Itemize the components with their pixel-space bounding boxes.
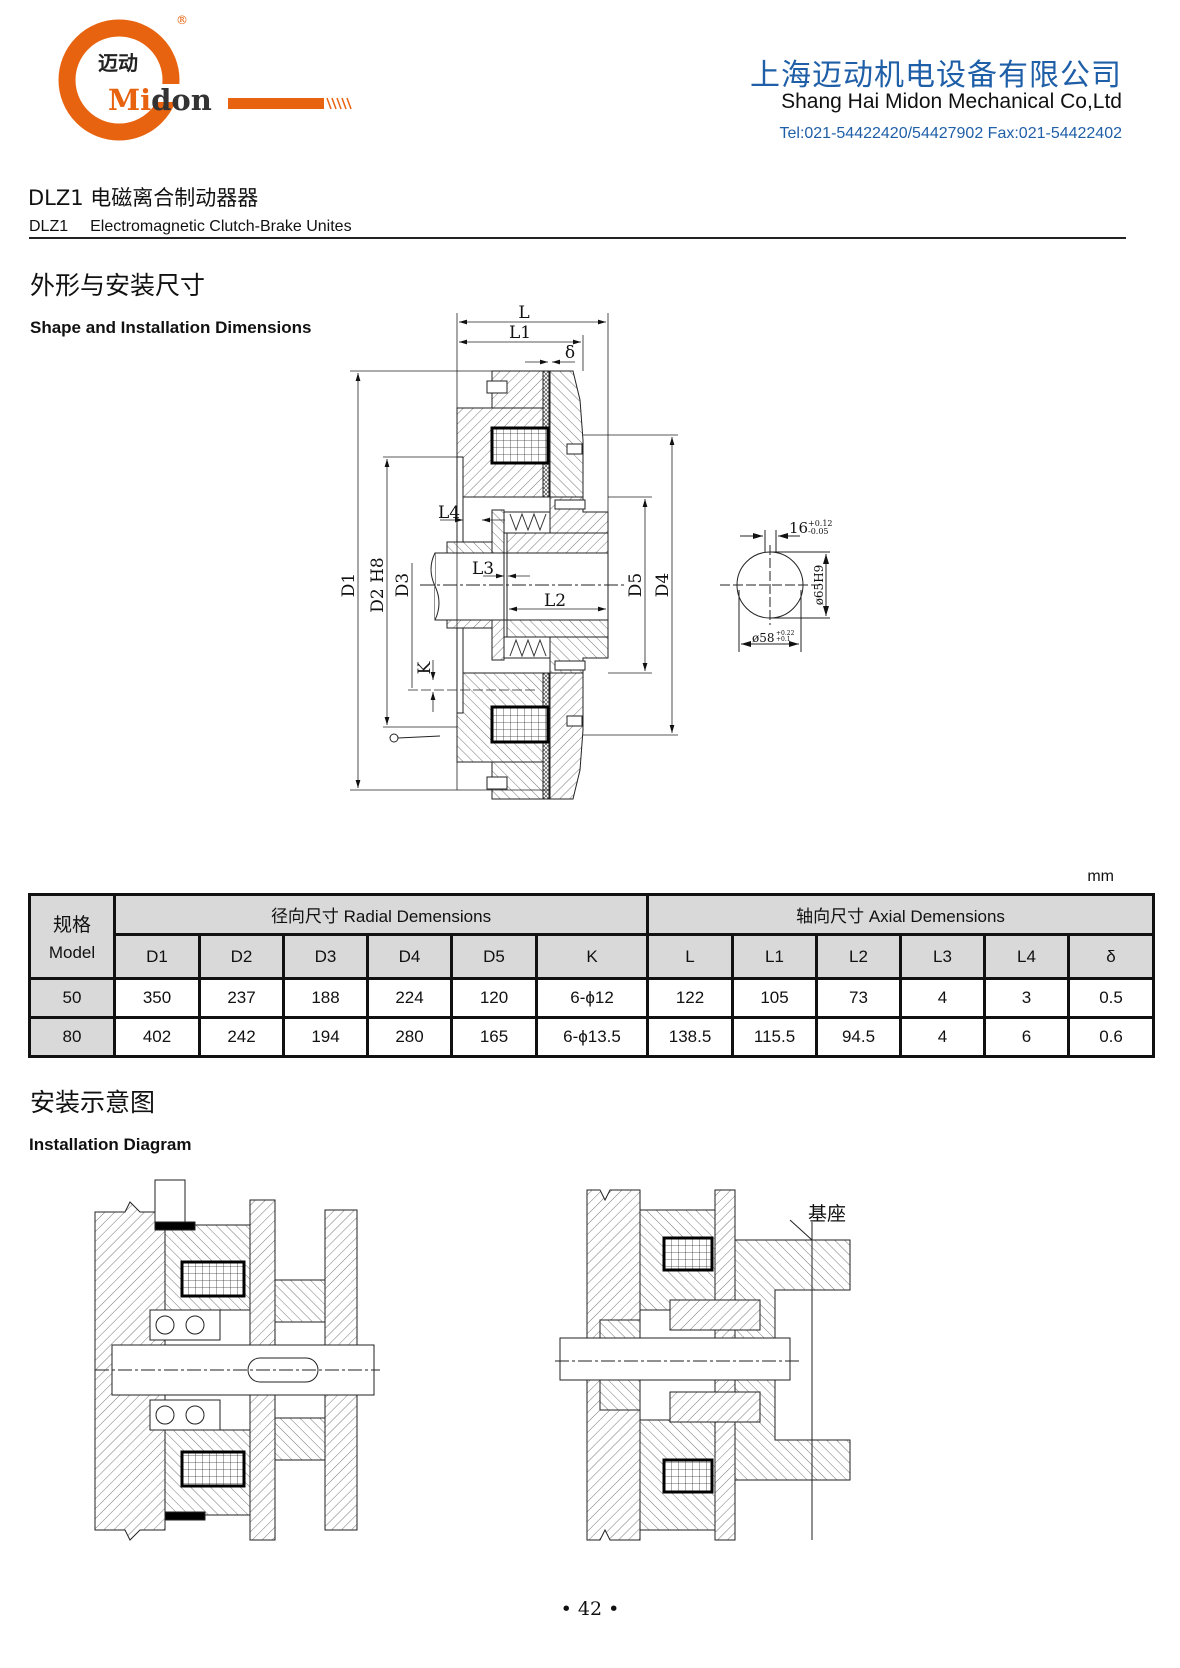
column-header: D2 [198, 933, 285, 980]
column-header: D4 [366, 933, 453, 980]
table-cell: 105 [731, 977, 819, 1019]
axial-header: 轴向尺寸 Axial Demensions [646, 893, 1156, 936]
column-header: L1 [731, 933, 819, 980]
shaft [434, 552, 508, 621]
table-cell: 6 [983, 1016, 1071, 1058]
label-L4: L4 [438, 503, 460, 523]
logo-en-text: Midon [108, 83, 212, 117]
unit-label: mm [1087, 868, 1114, 885]
label-L2: L2 [544, 591, 566, 611]
column-header: L [646, 933, 735, 980]
table-cell: 237 [198, 977, 285, 1019]
table-cell: 6-ϕ13.5 [534, 1016, 650, 1058]
radial-header: 径向尺寸 Radial Demensions [112, 893, 650, 936]
table-cell: 94.5 [815, 1016, 903, 1058]
installation-diagram-right: 基座 [555, 1189, 851, 1541]
table-cell: 350 [113, 977, 201, 1019]
coil [490, 426, 550, 465]
table-cell: 402 [113, 1016, 201, 1058]
table-cell: 138.5 [646, 1016, 735, 1058]
product-name-en: Electromagnetic Clutch-Brake Unites [90, 218, 352, 235]
spline-section-view: 16 +0.12 -0.05 ø65H9 ø58 +0.22 +0.1 [720, 519, 833, 652]
table-cell: 73 [815, 977, 903, 1019]
product-code: DLZ1 [29, 218, 69, 235]
company-name-en: Shang Hai Midon Mechanical Co,Ltd [781, 90, 1122, 113]
column-header: D3 [282, 933, 369, 980]
column-header: K [534, 933, 650, 980]
label-spline-inner-tol-lower: +0.1 [776, 636, 791, 643]
model-header-en: Model [48, 943, 96, 962]
label-delta: δ [565, 343, 575, 363]
base-label: 基座 [808, 1203, 846, 1225]
label-D1: D1 [339, 573, 359, 597]
label-L3: L3 [472, 559, 494, 579]
label-D4: D4 [653, 573, 673, 597]
label-D3: D3 [393, 573, 413, 597]
installation-diagram-left [94, 1179, 380, 1541]
logo-bar [228, 98, 324, 109]
dimension-drawing: L L1 δ D1 D2 H8 D3 D5 D4 L4 L3 L2 K [339, 303, 678, 801]
dimensions-table: 规格 Model 径向尺寸 Radial Demensions 轴向尺寸 Axia… [28, 893, 1156, 1058]
product-title-en: DLZ1 Electromagnetic Clutch-Brake Unites [29, 218, 374, 236]
model-cell: 50 [28, 977, 116, 1019]
midon-logo: 迈动 Midon ® [58, 13, 352, 141]
label-key-width: 16 [789, 519, 808, 537]
label-D2: D2 H8 [368, 557, 388, 613]
column-header: δ [1067, 933, 1156, 980]
header-divider [29, 237, 1126, 239]
label-L: L [518, 303, 529, 323]
table-cell: 224 [366, 977, 453, 1019]
label-spline-outer: ø65H9 [812, 565, 826, 606]
label-spline-inner-tol-upper: +0.22 [776, 630, 795, 637]
company-name-cn: 上海迈动机电设备有限公司 [750, 58, 1122, 93]
upper-half-section [446, 370, 609, 586]
table-cell: 4 [899, 1016, 987, 1058]
company-contact: Tel:021-54422420/54427902 Fax:021-544224… [779, 125, 1122, 142]
logo-bar-hatch [326, 97, 352, 110]
table-cell: 4 [899, 977, 987, 1019]
label-K: K [415, 661, 435, 674]
table-row: 80 402 242 194 280 165 6-ϕ13.5 138.5 115… [28, 1016, 1156, 1058]
section-install-title-cn: 安装示意图 [30, 1088, 156, 1117]
table-cell: 0.5 [1067, 977, 1156, 1019]
model-header: 规格 Model [28, 893, 116, 980]
label-key-width-tol-upper: +0.12 [808, 519, 833, 528]
model-cell: 80 [28, 1016, 116, 1058]
table-cell: 120 [450, 977, 538, 1019]
label-key-width-tol-lower: -0.05 [808, 527, 829, 536]
column-header: L4 [983, 933, 1071, 980]
table-row: 50 350 237 188 224 120 6-ϕ12 122 105 73 … [28, 977, 1156, 1019]
table-cell: 3 [983, 977, 1071, 1019]
table-cell: 194 [282, 1016, 369, 1058]
section-install-title-en: Installation Diagram [29, 1135, 192, 1154]
model-header-cn: 规格 [52, 915, 91, 936]
logo-cn-text: 迈动 [98, 51, 138, 75]
logo-ring [58, 19, 180, 141]
table-cell: 188 [282, 977, 369, 1019]
table-cell: 280 [366, 1016, 453, 1058]
page-number: • 42 • [560, 1598, 620, 1620]
column-header: D5 [450, 933, 538, 980]
column-header: D1 [113, 933, 201, 980]
table-cell: 0.6 [1067, 1016, 1156, 1058]
table-cell: 242 [198, 1016, 285, 1058]
label-D5: D5 [626, 573, 646, 597]
registered-mark: ® [176, 13, 188, 27]
table-cell: 122 [646, 977, 735, 1019]
column-header: L3 [899, 933, 987, 980]
section-shape-title-en: Shape and Installation Dimensions [30, 318, 312, 337]
table-cell: 6-ϕ12 [534, 977, 650, 1019]
section-shape-title-cn: 外形与安装尺寸 [30, 271, 206, 300]
column-header: L2 [815, 933, 903, 980]
product-title-cn: DLZ1 电磁离合制动器器 [28, 186, 259, 210]
label-spline-inner: ø58 [752, 631, 775, 645]
table-cell: 115.5 [731, 1016, 819, 1058]
label-L1: L1 [509, 323, 531, 343]
table-cell: 165 [450, 1016, 538, 1058]
